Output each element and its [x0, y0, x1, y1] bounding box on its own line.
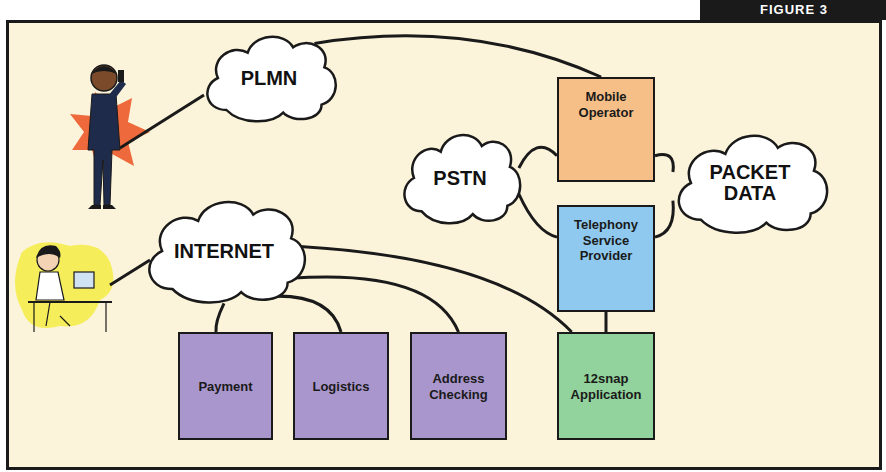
network-cloud: INTERNET: [138, 194, 310, 308]
highlight-blob: [15, 242, 113, 328]
network-link: [655, 201, 673, 238]
service-name: Payment: [198, 379, 252, 395]
network-name: PACKET DATA: [699, 162, 801, 204]
person-shoes: [88, 205, 116, 209]
network-link: [216, 303, 224, 332]
service-name: 12snap Application: [563, 371, 649, 402]
network-link: [519, 194, 557, 237]
network-link: [314, 36, 601, 77]
service-name: Mobile Operator: [563, 89, 649, 120]
laptop: [74, 272, 94, 288]
network-link: [519, 147, 557, 168]
network-cloud: PACKET DATA: [668, 128, 832, 238]
service-box: 12snap Application: [557, 332, 655, 440]
network-cloud: PLMN: [198, 30, 340, 126]
service-box: Address Checking: [410, 332, 507, 440]
person-body: [88, 94, 120, 205]
network-link: [605, 312, 608, 332]
network-cloud: PSTN: [396, 128, 524, 228]
person-hair: [36, 245, 61, 258]
service-box: Logistics: [293, 332, 389, 440]
service-box: Payment: [178, 332, 273, 440]
desk-legs: [34, 302, 106, 332]
network-name: PLMN: [241, 68, 298, 89]
network-name: INTERNET: [174, 241, 274, 262]
network-link: [289, 277, 458, 332]
person-head: [91, 65, 117, 91]
person-arm: [108, 80, 126, 100]
figure-label: FIGURE 3: [760, 2, 828, 17]
service-box: Mobile Operator: [557, 77, 655, 182]
service-name: Telephony Service Provider: [563, 217, 649, 264]
person-body: [36, 272, 64, 300]
person-hair: [91, 66, 117, 74]
network-link: [300, 246, 572, 332]
wire: [110, 260, 150, 285]
wire: [120, 95, 204, 148]
network-link: [265, 296, 341, 332]
service-name: Logistics: [312, 379, 369, 395]
network-link: [655, 155, 673, 172]
desk: [28, 301, 112, 303]
phone: [118, 70, 124, 82]
service-box: Telephony Service Provider: [557, 205, 655, 312]
network-name: PSTN: [433, 168, 486, 189]
service-name: Address Checking: [416, 371, 501, 402]
